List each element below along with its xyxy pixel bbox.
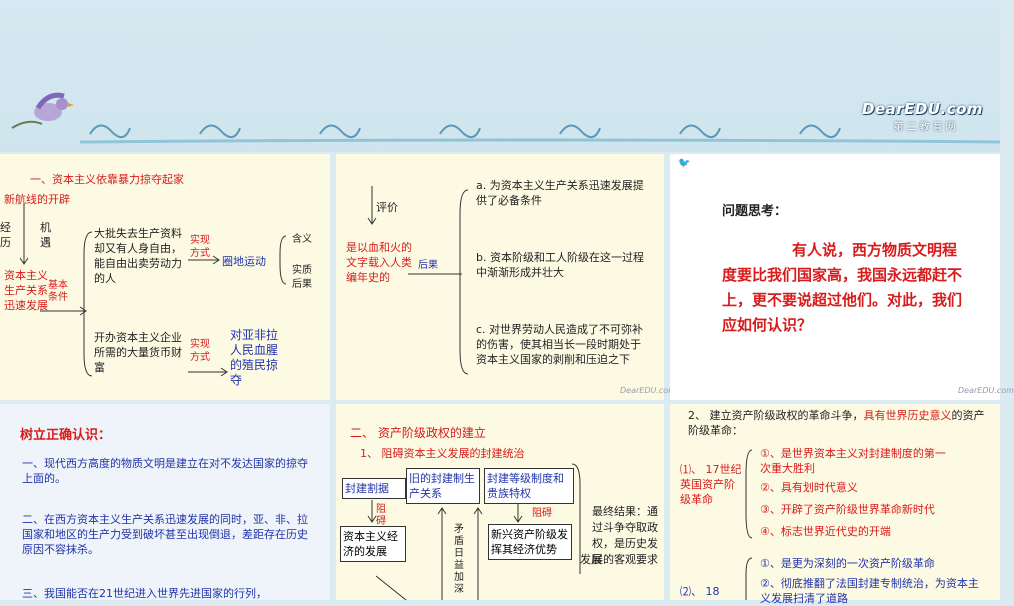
experience-label: 经历 — [0, 221, 11, 249]
flow-lines — [367, 186, 469, 375]
consequence-label: 后果 — [418, 260, 438, 271]
block-label-1: 阻碍 — [376, 504, 386, 527]
conflict-label: 矛盾日益加深 — [454, 524, 464, 595]
essence-result-label: 实质后果 — [292, 265, 312, 290]
watermark: DearEDU.com — [620, 386, 676, 395]
ornament-border — [79, 124, 1001, 144]
point-b: b. 资本阶级和工人阶级在这一过程中渐渐形成并壮大 — [476, 251, 644, 279]
basic-condition-label: 基本条件 — [48, 280, 68, 303]
route-label: 新航线的开辟 — [4, 193, 70, 206]
colonial-text: 对亚非拉人民血腥的殖民掠夺 — [230, 328, 279, 387]
blood-fire-text: 是以血和火的文字载入人类编年史的 — [346, 241, 412, 284]
english-revolution-label: ⑴、 17世纪英国资产阶级革命 — [680, 463, 742, 506]
block-label-2: 阻碍 — [532, 508, 552, 519]
slide-thumbnail-5[interactable]: 二、 资产阶级政权的建立 1、 阻碍资本主义发展的封建统治 封建割据 旧的封建制… — [336, 404, 664, 601]
flow-lines — [367, 463, 581, 601]
evaluate-label: 评价 — [376, 201, 398, 214]
point-a: a. 为资本主义生产关系迅速发展提供了必备条件 — [476, 179, 644, 207]
old-relation-box: 旧的封建制生产关系 — [406, 468, 480, 504]
flow-lines — [745, 449, 753, 600]
logo-subtext: 第二教育网 — [893, 122, 959, 133]
english-item-1: ①、是世界资本主义对封建制度的第一次重大胜利 — [760, 447, 946, 475]
wealth-text: 开办资本主义企业所需的大量货币财富 — [94, 331, 182, 374]
method-label-2: 实现方式 — [190, 339, 210, 363]
section-subtitle: 1、 阻碍资本主义发展的封建统治 — [360, 447, 525, 460]
bird-icon — [11, 92, 74, 129]
origin-label: 资本主义生产关系迅速发展 — [4, 269, 48, 312]
section-title: 二、 资产阶级政权的建立 — [350, 426, 486, 440]
correct-view-heading: 树立正确认识： — [20, 428, 112, 443]
logo-text: DearEDU.com — [862, 100, 984, 118]
method-label-1: 实现方式 — [190, 235, 210, 259]
english-item-4: ④、标志世界近代史的开端 — [760, 525, 891, 538]
slide-thumbnail-4[interactable]: 树立正确认识： 一、现代西方高度的物质文明是建立在对不发达国家的掠夺上面的。 二… — [0, 404, 330, 600]
slide-thumbnail-3[interactable]: 🐦 问题思考： 有人说，西方物质文明程度要比我们国家高，我国永远都赶不上，更不要… — [670, 154, 1014, 400]
slide-thumbnail-2[interactable]: 评价 是以血和火的文字载入人类编年史的 后果 a. 为资本主义生产关系迅速发展提… — [336, 154, 676, 400]
final-result-text: 最终结果：通过斗争夺取政权，是历史发展的客观要求 — [592, 505, 658, 566]
feudal-split-box: 封建割据 — [342, 478, 406, 499]
opportunity-label: 机遇 — [40, 221, 51, 249]
watermark: DearEDU.com — [958, 386, 1014, 395]
site-logo: DearEDU.com 第二教育网 — [862, 100, 990, 134]
flow-lines — [19, 204, 287, 377]
develop-overlap: 发展 — [580, 553, 602, 566]
english-item-2: ②、具有划时代意义 — [760, 481, 858, 494]
hierarchy-box: 封建等级制度和贵族特权 — [484, 468, 574, 504]
slide-thumbnail-1[interactable]: 一、资本主义依靠暴力掠夺起家 新航线的开辟 经历 机遇 资本主义生产关系迅速发展… — [0, 154, 330, 400]
meaning-label: 含义 — [292, 234, 312, 245]
header-banner: DearEDU.com 第二教育网 — [0, 0, 1001, 152]
view-point-2: 二、在西方资本主义生产关系迅速发展的同时，亚、非、拉国家和地区的生产力受到破坏甚… — [22, 513, 308, 556]
slide-thumbnail-6[interactable]: 2、 建立资产阶级政权的革命斗争，具有世界历史意义的资产阶级革命： ⑴、 17世… — [670, 404, 1000, 605]
capital-economy-box: 资本主义经济的发展 — [340, 526, 406, 562]
view-point-3: 三、我国能否在21世纪进入世界先进国家的行列， — [22, 587, 267, 600]
french-item-2: ②、彻底推翻了法国封建专制统治，为资本主义发展扫清了道路 — [760, 577, 979, 605]
view-point-1: 一、现代西方高度的物质文明是建立在对不发达国家的掠夺上面的。 — [22, 457, 308, 485]
revolution-heading: 2、 建立资产阶级政权的革命斗争，具有世界历史意义的资产阶级革命： — [688, 409, 985, 437]
french-item-1: ①、是更为深刻的一次资产阶级革命 — [760, 557, 935, 570]
english-item-3: ③、开辟了资产阶级世界革命新时代 — [760, 503, 935, 516]
french-revolution-label: ⑵、 18 — [680, 585, 720, 598]
labor-text: 大批失去生产资料却又有人身自由，能自由出卖劳动力的人 — [94, 227, 182, 285]
bird-icon: 🐦 — [678, 158, 691, 169]
question-body: 有人说，西方物质文明程度要比我们国家高，我国永远都赶不上，更不要说超过他们。对此… — [722, 241, 963, 334]
question-heading: 问题思考： — [722, 204, 788, 219]
panel1-title: 一、资本主义依靠暴力掠夺起家 — [30, 173, 184, 186]
enclosure-link: 圈地运动 — [222, 255, 266, 268]
point-c: c. 对世界劳动人民造成了不可弥补的伤害，使其相当长一段时期处于资本主义国家的剥… — [476, 323, 644, 366]
new-class-box: 新兴资产阶级发挥其经济优势 — [488, 524, 572, 560]
